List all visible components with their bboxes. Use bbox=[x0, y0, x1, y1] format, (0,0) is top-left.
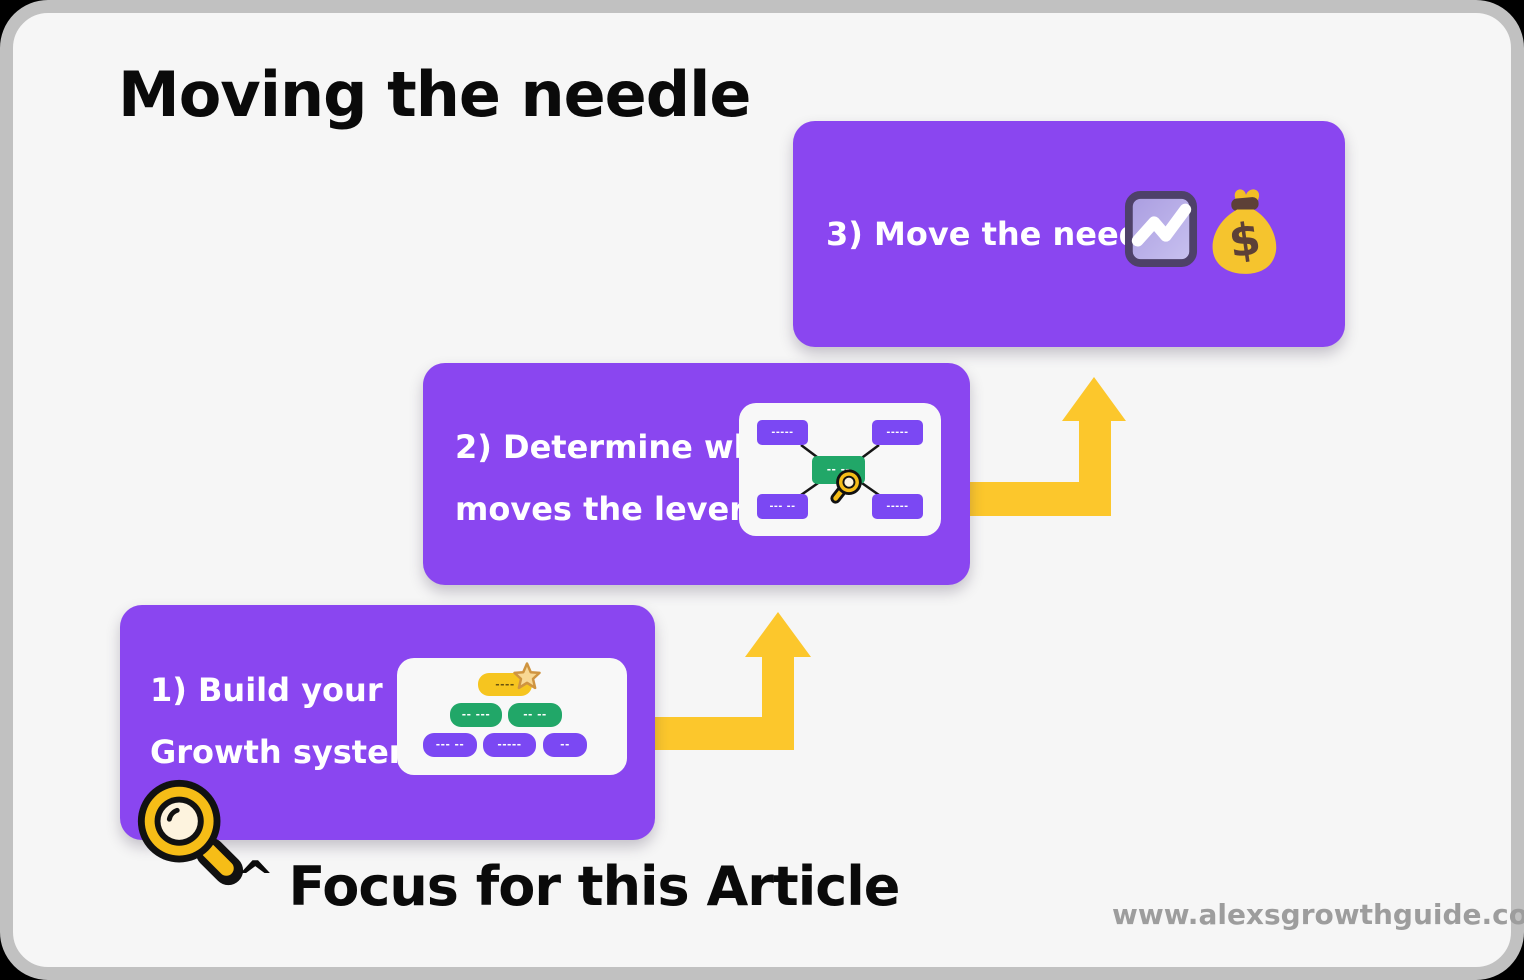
step1-label-line1: 1) Build your bbox=[150, 671, 383, 709]
focus-note: ^ Focus for this Article bbox=[236, 851, 901, 918]
pyramid-diagram: ---- -- --- -- -- --- -- ----- -- bbox=[397, 658, 627, 775]
step2-card: 2) Determine what moves the levers -----… bbox=[423, 363, 970, 585]
chart-increasing-icon bbox=[1124, 191, 1198, 267]
pyramid-bottom-mid-node: ----- bbox=[483, 733, 536, 757]
step1-label-line2: Growth system bbox=[150, 733, 423, 771]
mindmap-node-top-left: ----- bbox=[757, 420, 808, 445]
magnifying-glass-icon bbox=[830, 469, 862, 504]
mindmap-node-bottom-left: --- -- bbox=[757, 494, 808, 519]
pyramid-mid-right-node: -- -- bbox=[508, 703, 562, 727]
pyramid-top-node: ---- bbox=[478, 673, 532, 696]
mindmap-node-top-right: ----- bbox=[872, 420, 923, 445]
money-bag-icon: $ bbox=[1212, 189, 1277, 274]
svg-text:$: $ bbox=[1226, 211, 1264, 268]
step3-label: 3) Move the needle bbox=[826, 215, 1175, 253]
step2-label-line1: 2) Determine what bbox=[455, 428, 794, 466]
step2-label-line2: moves the levers bbox=[455, 490, 765, 528]
watermark-url: www.alexsgrowthguide.com bbox=[1112, 898, 1524, 931]
pyramid-mid-left-node: -- --- bbox=[450, 703, 502, 727]
step1-label: 1) Build your Growth system bbox=[150, 659, 422, 783]
magnifying-glass-icon bbox=[137, 779, 244, 886]
pyramid-bottom-left-node: --- -- bbox=[423, 733, 477, 757]
focus-note-text: Focus for this Article bbox=[288, 855, 901, 918]
star-icon bbox=[513, 662, 541, 690]
mindmap-node-bottom-right: ----- bbox=[872, 494, 923, 519]
pyramid-bottom-right-node: -- bbox=[543, 733, 587, 757]
caret-up-icon: ^ bbox=[236, 851, 275, 905]
mindmap-diagram: ----- ----- --- -- ----- -- -- bbox=[739, 403, 941, 536]
step2-label: 2) Determine what moves the levers bbox=[455, 416, 793, 540]
page-title: Moving the needle bbox=[118, 58, 751, 131]
step3-card: 3) Move the needle $ bbox=[793, 121, 1345, 347]
